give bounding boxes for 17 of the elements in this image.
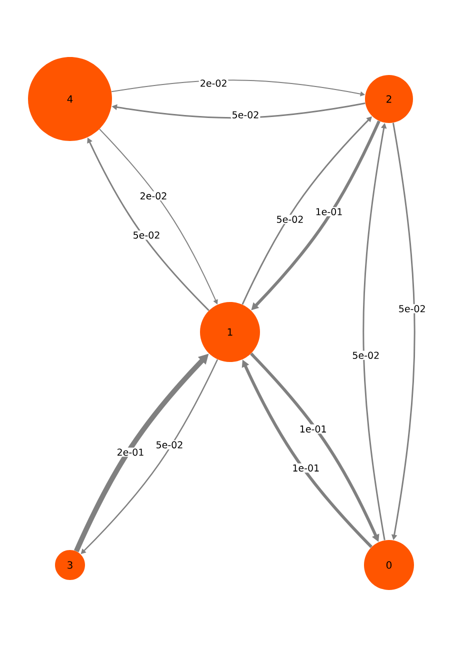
graph-node: 3 — [55, 550, 85, 580]
graph-node: 1 — [200, 302, 260, 362]
edge-label: 5e-02 — [275, 214, 305, 224]
graph-node: 4 — [28, 57, 112, 141]
graph-node: 0 — [364, 540, 414, 590]
graph-node: 2 — [365, 75, 413, 123]
edge-label: 1e-01 — [298, 424, 328, 434]
edge-label: 5e-02 — [397, 304, 427, 314]
edge-label: 2e-02 — [138, 191, 168, 200]
edge-label: 5e-02 — [132, 230, 162, 240]
edge-label: 1e-01 — [291, 463, 321, 473]
edge-label: 2e-01 — [116, 448, 146, 457]
edge-label: 5e-02 — [351, 350, 381, 360]
edge-label: 5e-02 — [230, 110, 260, 120]
edge-label: 5e-02 — [154, 440, 184, 450]
edge-label: 2e-02 — [198, 78, 228, 88]
edge-label: 1e-01 — [314, 207, 344, 216]
